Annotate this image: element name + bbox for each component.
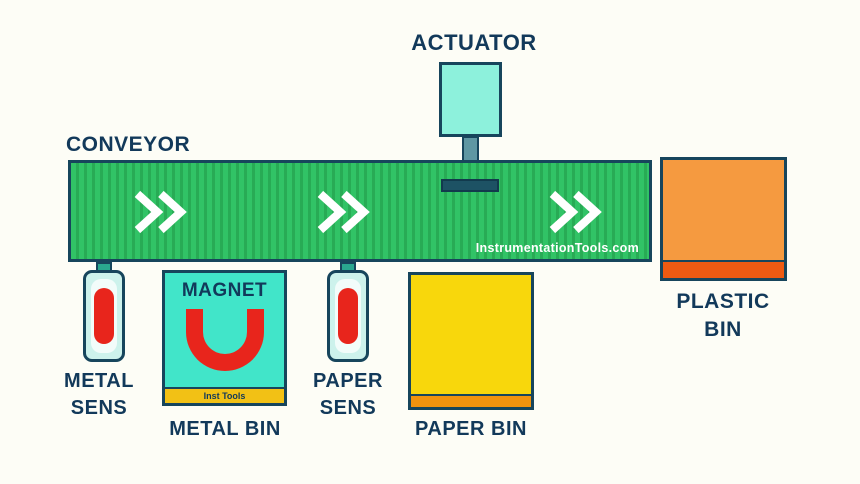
paper-sensor-label: PAPER SENS xyxy=(293,368,403,422)
paper-sensor-label-line2: SENS xyxy=(319,397,377,419)
metal-bin-brand-strip: Inst Tools xyxy=(165,387,284,403)
paper-sensor-indicator-icon xyxy=(338,288,358,344)
paper-bin-base-strip xyxy=(411,394,531,407)
metal-sensor-label-line1: METAL xyxy=(64,370,134,392)
metal-sensor-label-line2: SENS xyxy=(70,397,128,419)
conveyor-belt: InstrumentationTools.com xyxy=(68,160,652,262)
paper-sensor-body xyxy=(327,270,369,362)
actuator-foot xyxy=(441,179,499,192)
plastic-bin-label-line1: PLASTIC xyxy=(676,290,770,313)
plastic-bin-base-strip xyxy=(663,260,784,278)
conveyor-direction-arrows-icon xyxy=(549,190,602,234)
conveyor-direction-arrows-icon xyxy=(317,190,370,234)
plastic-bin xyxy=(660,157,787,281)
plastic-bin-label-line2: BIN xyxy=(704,318,742,341)
conveyor-label: CONVEYOR xyxy=(66,133,191,156)
metal-sensor-label: METAL SENS xyxy=(44,368,154,422)
paper-bin-label: PAPER BIN xyxy=(415,418,527,440)
metal-bin: MAGNET Inst Tools xyxy=(162,270,287,406)
paper-bin xyxy=(408,272,534,410)
magnet-icon xyxy=(185,309,264,371)
actuator-label: ACTUATOR xyxy=(411,30,537,55)
magnet-label: MAGNET xyxy=(181,280,268,301)
paper-sensor-label-line1: PAPER xyxy=(313,370,383,392)
metal-sensor-body xyxy=(83,270,125,362)
metal-bin-label: METAL BIN xyxy=(169,418,281,440)
plastic-bin-label: PLASTIC BIN xyxy=(653,288,793,344)
watermark-text: InstrumentationTools.com xyxy=(475,241,639,255)
conveyor-direction-arrows-icon xyxy=(134,190,187,234)
paper-sensor xyxy=(327,262,369,362)
metal-sensor-indicator-icon xyxy=(94,288,114,344)
actuator-body xyxy=(439,62,502,137)
metal-sensor xyxy=(83,262,125,362)
